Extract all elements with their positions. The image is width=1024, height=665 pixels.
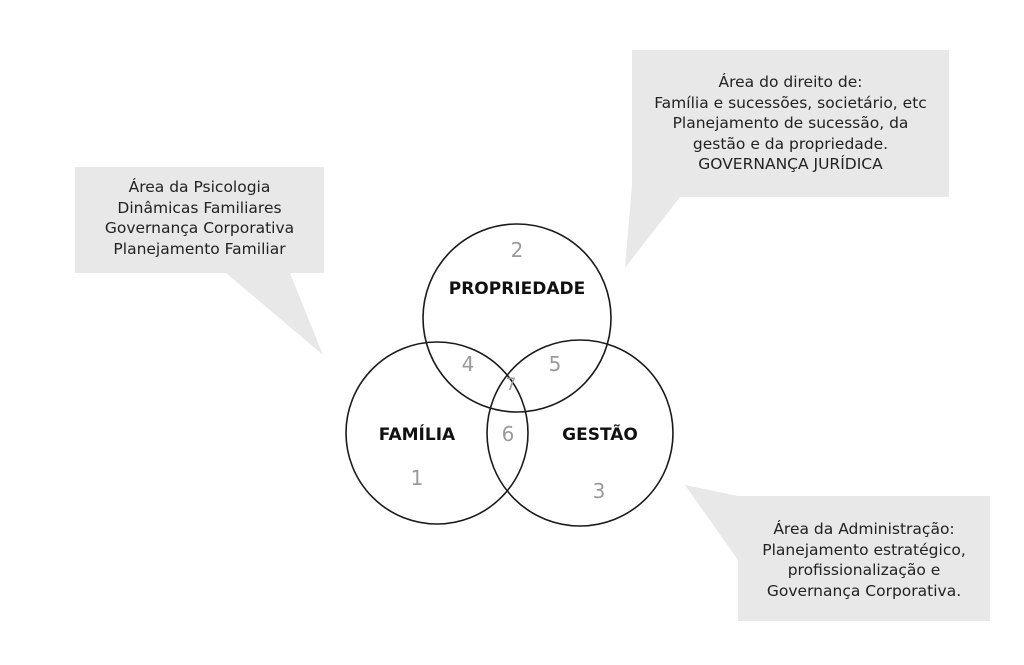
circle-label-familia: FAMÍLIA <box>379 423 456 445</box>
callout-direito-line: Família e sucessões, societário, etc <box>654 93 927 112</box>
callout-direito-line: GOVERNANÇA JURÍDICA <box>698 155 883 173</box>
callout-psicologia-line: Dinâmicas Familiares <box>117 198 282 217</box>
region-number-1: 1 <box>411 466 424 490</box>
circle-familia <box>345 341 529 525</box>
region-number-2: 2 <box>511 238 524 262</box>
circle-label-gestao: GESTÃO <box>562 422 638 445</box>
callout-direito-line: gestão e da propriedade. <box>692 134 889 153</box>
callout-direito-bubble <box>625 50 949 268</box>
circle-label-propriedade: PROPRIEDADE <box>449 279 585 299</box>
region-number-3: 3 <box>593 479 606 503</box>
callout-psicologia-bubble <box>75 167 324 355</box>
circle-gestao <box>486 339 674 527</box>
callout-administracao-line: Governança Corporativa. <box>766 581 962 600</box>
callout-psicologia-text: Área da Psicologia Dinâmicas Familiares … <box>75 177 324 259</box>
callout-psicologia-line: Governança Corporativa <box>104 219 295 237</box>
callout-administracao-text: Área da Administração: Planejamento estr… <box>738 519 990 601</box>
circle-propriedade <box>422 223 612 413</box>
callout-direito-text: Área do direito de: Família e sucessões,… <box>632 72 949 175</box>
region-number-4: 4 <box>462 352 475 376</box>
callout-administracao-line: profissionalização e <box>787 561 941 579</box>
callout-direito-line: Área do direito de: <box>718 73 863 91</box>
callout-psicologia-line: Planejamento Familiar <box>113 239 286 258</box>
region-number-6: 6 <box>502 422 515 446</box>
region-number-7: 7 <box>506 375 517 395</box>
callout-direito-line: Planejamento de sucessão, da <box>672 114 909 132</box>
callout-administracao-line: Planejamento estratégico, <box>762 540 966 559</box>
callout-administracao-bubble <box>685 485 990 621</box>
callout-administracao-line: Área da Administração: <box>773 520 955 538</box>
callout-psicologia-line: Área da Psicologia <box>128 178 271 196</box>
region-number-5: 5 <box>549 352 562 376</box>
